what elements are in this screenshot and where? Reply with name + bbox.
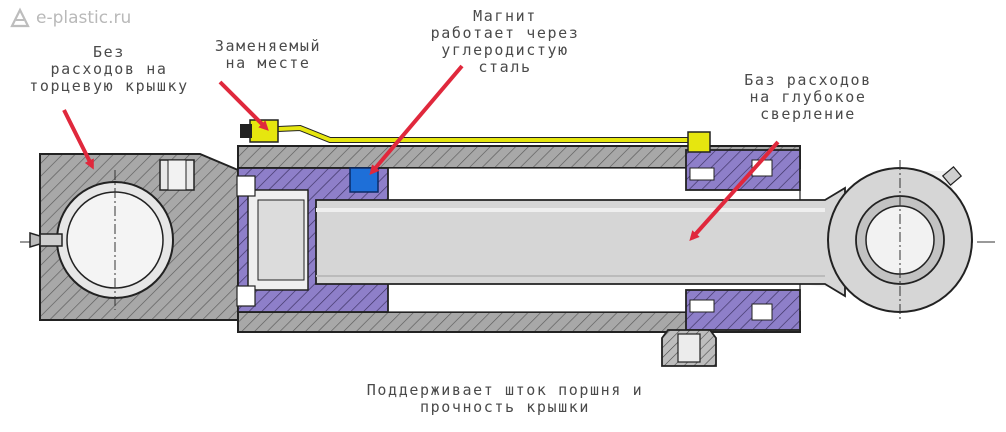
label-end-cap: Без расходов на торцевую крышку: [0, 44, 218, 95]
e-plastic-logo-icon: [10, 7, 30, 28]
callout-arrows: [62, 64, 780, 241]
label-support: Поддерживает шток поршня и прочность кры…: [300, 382, 710, 416]
grease-fitting-left: [29, 231, 63, 249]
label-replaceable-line: Заменяемый: [214, 37, 322, 55]
arrow-replaceable: [218, 80, 269, 131]
label-magnet-line: работает через: [430, 24, 580, 42]
label-magnet-line: Магнит: [473, 7, 537, 25]
arrow-deep-drilling: [689, 140, 780, 241]
label-deep-drilling-line: сверление: [760, 105, 856, 123]
label-support-line: прочность крышки: [419, 398, 591, 416]
label-end-cap-line: расходов на: [50, 60, 168, 78]
piston-rod: [315, 186, 846, 298]
label-end-cap-line: Без: [93, 43, 125, 61]
drain-port-fitting: [661, 329, 717, 367]
position-sensor: [240, 119, 711, 153]
label-magnet: Магнит работает через углеродистую сталь: [400, 8, 610, 76]
arrow-end-cap: [62, 109, 94, 170]
label-deep-drilling: Баз расходов на глубокое сверление: [716, 72, 900, 123]
label-deep-drilling-line: на глубокое: [749, 88, 867, 106]
label-replaceable: Заменяемый на месте: [188, 38, 348, 72]
label-deep-drilling-line: Баз расходов: [744, 71, 872, 89]
rod-eye: [827, 160, 973, 322]
rear-clevis: [39, 153, 239, 321]
label-magnet-line: углеродистую: [441, 41, 569, 59]
label-replaceable-line: на месте: [225, 54, 311, 72]
label-magnet-line: сталь: [478, 58, 532, 76]
label-support-line: Поддерживает шток поршня и: [366, 381, 644, 399]
label-end-cap-line: торцевую крышку: [29, 77, 189, 95]
arrow-magnet: [369, 64, 464, 176]
site-watermark: e-plastic.ru: [8, 6, 131, 30]
site-watermark-text: e-plastic.ru: [36, 8, 132, 28]
